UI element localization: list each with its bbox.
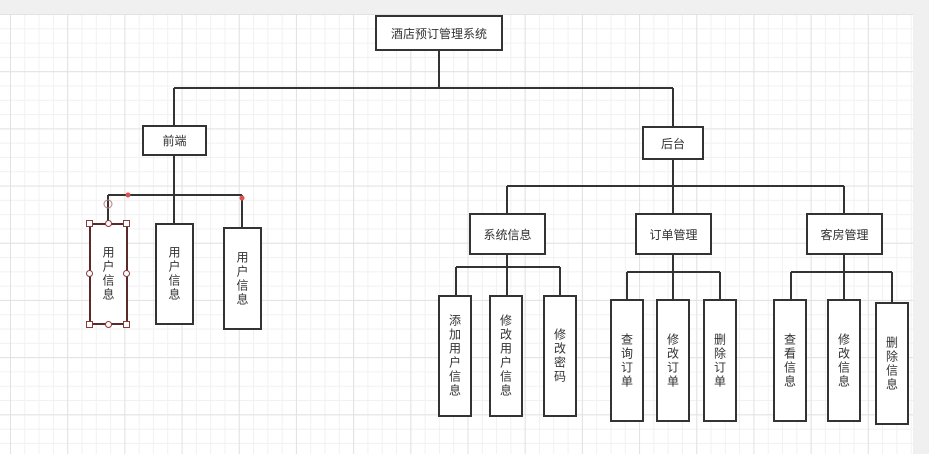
connector-system [455,254,561,296]
node-label: 修改用户信息 [498,314,513,398]
node-label: 用户信息 [101,246,115,302]
node-label: 用户信息 [235,250,249,307]
node-label: 修改信息 [836,332,851,389]
node-back-label: 后台 [660,136,685,151]
node-root[interactable]: 酒店预订管理系统 [375,15,503,51]
node-system-info[interactable]: 系统信息 [469,213,546,255]
resize-handle-s[interactable] [105,321,112,328]
node-label: 客房管理 [820,227,869,242]
resize-handle-w[interactable] [86,270,93,277]
node-room-management[interactable]: 客房管理 [806,213,883,255]
node-front-child-3[interactable]: 用户信息 [223,227,262,330]
node-front-child-2[interactable]: 用户信息 [155,223,194,325]
node-label: 删除订单 [712,332,727,389]
node-label: 订单管理 [649,227,698,242]
node-back[interactable]: 后台 [642,126,704,160]
resize-handle-ne[interactable] [123,220,130,227]
node-edit-user-info[interactable]: 修改用户信息 [489,295,523,417]
node-front[interactable]: 前端 [142,125,207,156]
node-edit-info[interactable]: 修改信息 [827,299,861,422]
node-label: 用户信息 [167,246,181,302]
node-label: 修改订单 [665,332,680,389]
resize-handle-n[interactable] [105,220,112,227]
node-label: 删除信息 [884,335,899,392]
connector-order [626,254,721,300]
node-label: 查询订单 [619,332,634,389]
node-view-info[interactable]: 查看信息 [773,299,807,422]
connector-waypoint [125,192,131,198]
connector-root [173,50,674,126]
resize-handle-se[interactable] [123,321,130,328]
node-label: 系统信息 [483,227,532,242]
node-delete-order[interactable]: 删除订单 [703,299,737,422]
node-front-label: 前端 [162,134,187,148]
node-change-password[interactable]: 修改密码 [543,295,577,417]
connector-front [107,155,243,228]
connector-endpoint-handle [103,199,113,209]
node-query-order[interactable]: 查询订单 [610,299,644,422]
node-label: 查看信息 [782,332,797,389]
node-order-management[interactable]: 订单管理 [635,213,712,255]
connector-waypoint [239,195,245,201]
node-add-user-info[interactable]: 添加用户信息 [438,295,472,417]
node-label: 添加用户信息 [447,314,462,398]
resize-handle-nw[interactable] [86,220,93,227]
node-delete-info[interactable]: 删除信息 [875,302,909,425]
resize-handle-e[interactable] [123,270,130,277]
node-label: 修改密码 [552,328,567,384]
connector-back [506,159,845,214]
connector-room [790,254,893,303]
node-root-label: 酒店预订管理系统 [390,26,487,41]
node-edit-order[interactable]: 修改订单 [656,299,690,422]
resize-handle-sw[interactable] [86,321,93,328]
